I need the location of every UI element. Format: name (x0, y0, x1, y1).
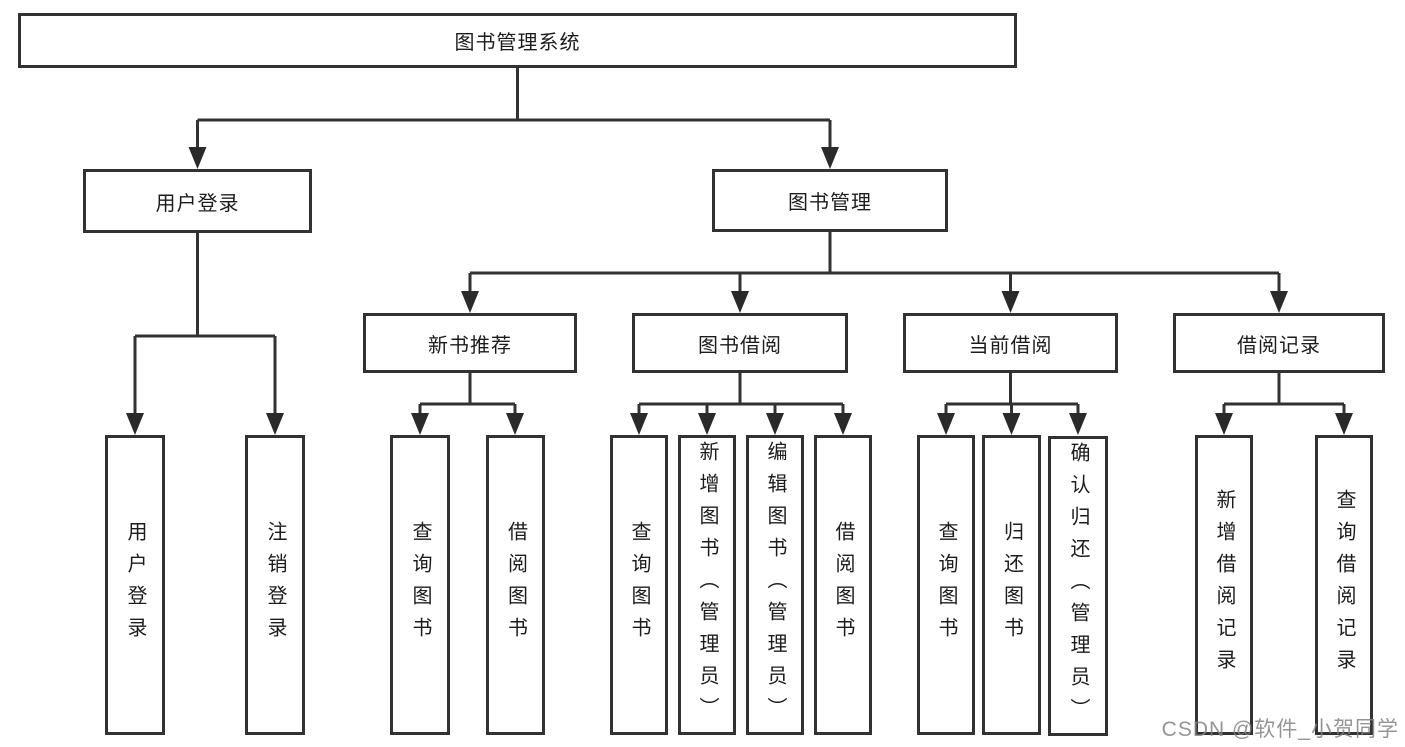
leaf-add-books-admin: 新增图书（管理员） (678, 435, 736, 735)
arrow-head-icon (834, 413, 852, 435)
arrow-head-icon (411, 413, 429, 435)
arrow-head-icon (1270, 291, 1288, 313)
connector-path (196, 68, 832, 151)
arrow-head-icon (461, 291, 479, 313)
arrow-head-icon (266, 413, 284, 435)
connector-path (418, 373, 517, 417)
arrow-head-icon (1001, 291, 1020, 313)
leaf-label: 查询图书 (409, 521, 431, 649)
node-borrowing-records: 借阅记录 (1173, 313, 1385, 373)
arrow-head-icon (630, 413, 648, 435)
leaf-logout: 注销登录 (245, 435, 305, 735)
connector-path (637, 373, 845, 417)
leaf-label: 新增图书（管理员） (696, 441, 718, 729)
leaf-label: 查询图书 (935, 521, 957, 649)
node-book-management: 图书管理 (712, 169, 948, 232)
connector-path (944, 373, 1080, 417)
node-root: 图书管理系统 (18, 13, 1017, 68)
leaf-query-books-current: 查询图书 (917, 435, 975, 735)
node-user-login: 用户登录 (83, 169, 312, 233)
arrow-head-icon (766, 413, 784, 435)
leaf-label: 查询图书 (628, 521, 650, 649)
leaf-query-borrow-record: 查询借阅记录 (1315, 435, 1373, 735)
leaf-borrow-books-borrowing: 借阅图书 (814, 435, 872, 735)
leaf-return-books: 归还图书 (982, 435, 1041, 735)
leaf-query-books-borrowing: 查询图书 (610, 435, 668, 735)
leaf-query-books-recommend: 查询图书 (390, 435, 450, 735)
leaf-label: 注销登录 (264, 521, 286, 649)
leaf-label: 查询借阅记录 (1333, 489, 1355, 681)
leaf-label: 新增借阅记录 (1213, 489, 1235, 681)
leaf-add-borrow-record: 新增借阅记录 (1195, 435, 1253, 735)
leaf-edit-books-admin: 编辑图书（管理员） (746, 435, 804, 735)
arrow-head-icon (506, 413, 524, 435)
leaf-label: 确认归还（管理员） (1067, 442, 1089, 730)
leaf-label: 借阅图书 (832, 521, 854, 649)
arrow-head-icon (188, 147, 207, 169)
leaf-label: 编辑图书（管理员） (764, 441, 786, 729)
watermark: CSDN @软件_小贺同学 (1161, 718, 1399, 741)
arrow-head-icon (1069, 413, 1087, 435)
connector-path (1222, 373, 1346, 417)
arrow-head-icon (1335, 413, 1353, 435)
arrow-head-icon (731, 291, 749, 313)
arrow-head-icon (1002, 413, 1021, 435)
connector-path (468, 232, 1281, 295)
arrow-head-icon (937, 413, 955, 435)
arrow-head-icon (1215, 413, 1233, 435)
node-new-book-recommendation: 新书推荐 (363, 313, 577, 373)
leaf-confirm-return-admin: 确认归还（管理员） (1048, 436, 1108, 736)
node-book-borrowing: 图书借阅 (632, 313, 848, 373)
leaf-label: 借阅图书 (504, 521, 527, 649)
node-current-borrowing: 当前借阅 (903, 313, 1118, 373)
arrow-head-icon (698, 413, 716, 435)
leaf-borrow-books-recommend: 借阅图书 (486, 435, 545, 735)
arrow-head-icon (126, 413, 144, 435)
connector-path (133, 233, 277, 417)
leaf-label: 归还图书 (1000, 521, 1023, 649)
arrow-head-icon (821, 147, 839, 169)
leaf-user-login: 用户登录 (105, 435, 165, 735)
leaf-label: 用户登录 (124, 521, 146, 649)
